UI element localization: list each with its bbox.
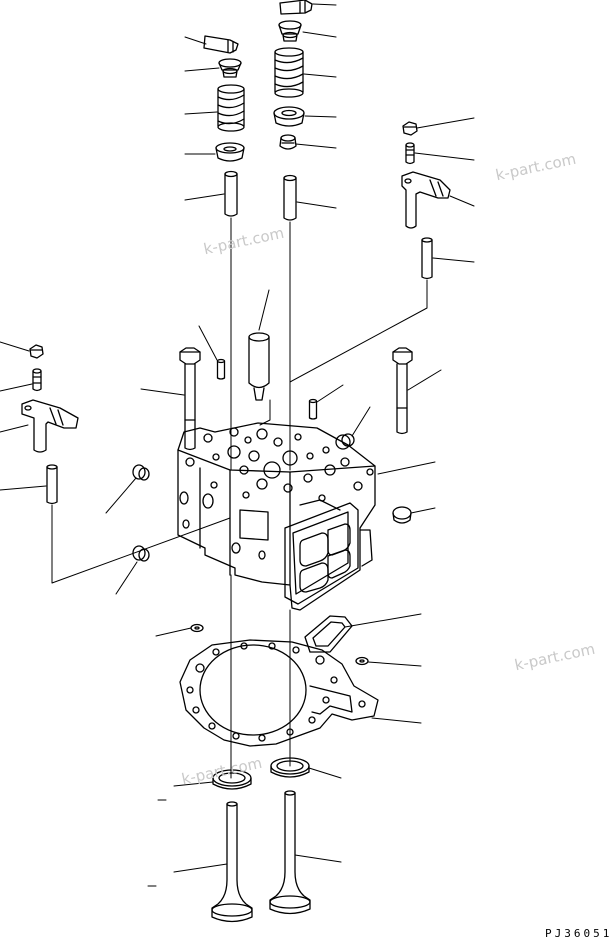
right-rocker-nut — [402, 121, 418, 136]
right-valve-guide — [283, 174, 297, 221]
expansion-plug-side — [392, 506, 412, 524]
drawing-code: PJ36051 — [545, 927, 613, 940]
right-cotter — [279, 0, 313, 15]
left-head-bolt — [179, 347, 201, 451]
right-head-bolt — [392, 347, 413, 435]
right-valve — [269, 790, 311, 915]
right-valve-stack — [273, 0, 313, 471]
cylinder-head-block — [177, 422, 376, 611]
right-push-rod — [421, 237, 433, 280]
left-spring-retainer — [218, 58, 242, 78]
exhaust-gasket — [304, 615, 353, 653]
right-rocker-assembly — [289, 121, 451, 383]
washer-right — [355, 656, 369, 666]
head-gasket — [179, 639, 379, 747]
left-cotter — [203, 35, 239, 54]
left-valve-spring — [217, 84, 245, 132]
left-valve-guide — [224, 170, 238, 217]
dowel-pin-right — [308, 398, 318, 420]
dowel-pin-left — [216, 358, 226, 380]
right-rocker-arm — [401, 171, 451, 229]
right-adjust-screw — [405, 142, 415, 165]
left-rocker-nut — [29, 344, 44, 359]
right-valve-spring — [274, 47, 304, 98]
expansion-plug-top — [335, 433, 355, 450]
leader-lines — [0, 3, 475, 887]
left-adjust-screw — [32, 368, 42, 392]
right-valve-stem-seal — [279, 134, 297, 150]
left-rocker-link-line — [51, 504, 231, 584]
left-spring-seat — [215, 142, 245, 162]
left-rocker-assembly — [21, 344, 231, 584]
left-push-rod — [46, 464, 58, 505]
right-spring-seat — [273, 106, 305, 127]
left-rocker-arm — [21, 399, 79, 453]
right-rocker-link-line — [289, 279, 428, 383]
left-valve-seat-insert — [212, 769, 252, 790]
expansion-plug-bottom — [132, 545, 150, 562]
right-spring-retainer — [278, 20, 302, 42]
injector-sleeve — [248, 332, 270, 401]
left-valve — [211, 801, 253, 923]
expansion-plug-left — [132, 464, 150, 481]
washer-left — [190, 623, 204, 633]
exhaust-flange — [284, 502, 359, 605]
